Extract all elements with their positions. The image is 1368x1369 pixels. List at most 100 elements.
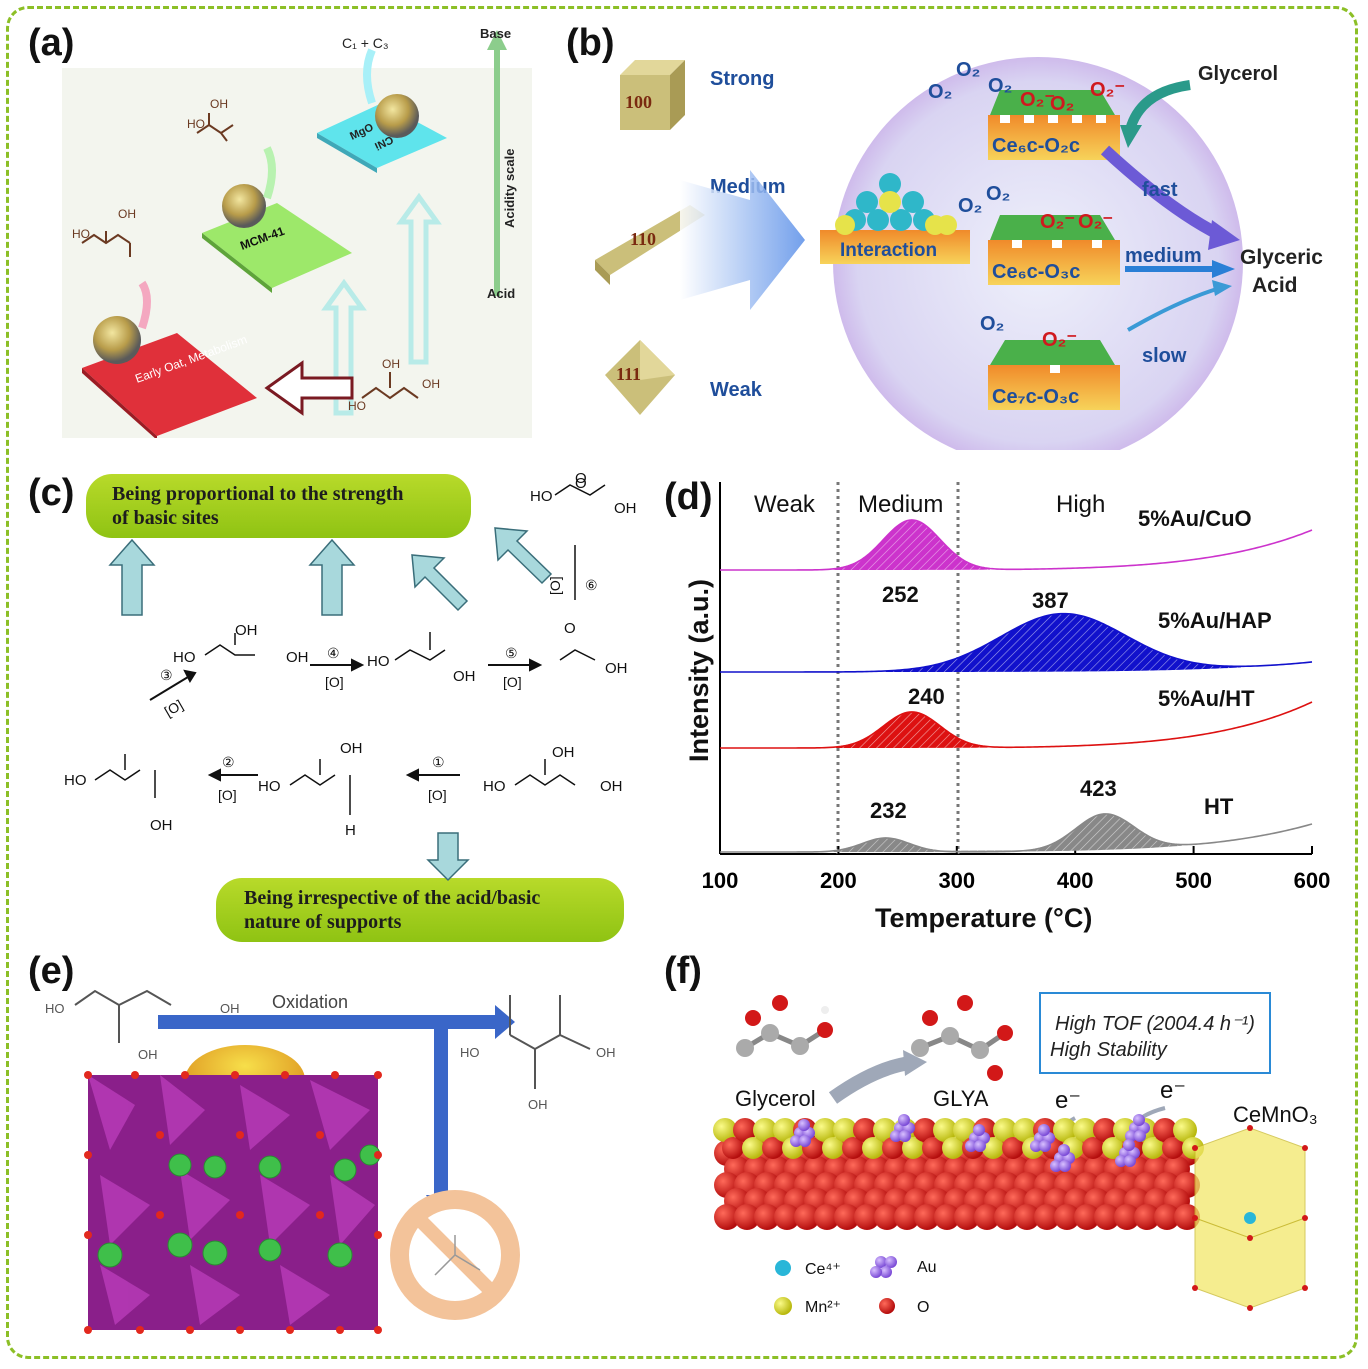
- svg-text:High Stability: High Stability: [1050, 1039, 1168, 1061]
- figure-frame: [6, 6, 1358, 1359]
- svg-text:medium: medium: [1125, 245, 1202, 267]
- y-axis-label: Intensity (a.u.): [684, 579, 714, 762]
- slab-1: Ce₆c-O₂c: [988, 90, 1120, 160]
- svg-text:O₂: O₂: [958, 195, 982, 217]
- peak-label-423: 423: [1080, 776, 1117, 801]
- svg-text:111: 111: [616, 364, 641, 384]
- svg-text:O₂⁻: O₂⁻: [1090, 79, 1125, 101]
- region-high: High: [1056, 491, 1105, 518]
- svg-text:100: 100: [625, 92, 652, 112]
- svg-text:C₁ + C₃: C₁ + C₃: [342, 35, 389, 51]
- svg-text:O₂: O₂: [988, 75, 1012, 97]
- panel-label-d: (d): [664, 476, 713, 518]
- prohibited-sign: [390, 1190, 520, 1320]
- svg-text:e⁻: e⁻: [1160, 1077, 1186, 1104]
- svg-text:Acid: Acid: [487, 286, 515, 301]
- svg-text:110: 110: [630, 229, 656, 249]
- svg-text:O: O: [564, 620, 576, 637]
- x-tick-label: 100: [702, 868, 739, 893]
- svg-text:O₂⁻: O₂⁻: [1020, 89, 1055, 111]
- peak-label-240: 240: [908, 684, 945, 709]
- svg-text:slow: slow: [1142, 345, 1187, 367]
- svg-text:[O]: [O]: [547, 576, 563, 595]
- svg-text:O₂⁻: O₂⁻: [1040, 211, 1075, 233]
- svg-text:②: ②: [222, 754, 235, 770]
- svg-text:H: H: [345, 822, 356, 839]
- blue-arrow: [680, 170, 805, 310]
- svg-text:HO: HO: [348, 399, 366, 413]
- catalyst-surface: [713, 1114, 1204, 1230]
- panel-label-c: (c): [28, 472, 75, 514]
- oxidation-arrow: [158, 1015, 498, 1029]
- svg-text:Glyceric: Glyceric: [1240, 246, 1323, 269]
- svg-text:[O]: [O]: [162, 696, 186, 719]
- svg-text:O₂: O₂: [1050, 93, 1074, 115]
- svg-text:Glycerol: Glycerol: [1198, 63, 1278, 85]
- svg-text:fast: fast: [1142, 179, 1178, 201]
- series-line: [720, 612, 1313, 673]
- svg-text:GLYA: GLYA: [933, 1086, 989, 1111]
- svg-text:①: ①: [432, 754, 445, 770]
- rod-110: 110: [595, 205, 705, 285]
- peak-label-387: 387: [1032, 588, 1069, 613]
- svg-text:[O]: [O]: [503, 674, 522, 690]
- svg-text:O₂⁻: O₂⁻: [1078, 211, 1113, 233]
- octahedron-111: 111: [605, 340, 675, 415]
- catalyst-ball: [93, 316, 141, 364]
- irrespective-line-1: Being irrespective of the acid/basic: [244, 887, 541, 909]
- svg-text:OH: OH: [220, 1001, 240, 1016]
- glycerol-molecule: [736, 995, 833, 1057]
- panel-label-f: (f): [664, 950, 702, 992]
- svg-text:OH: OH: [600, 778, 623, 795]
- svg-text:OH: OH: [286, 649, 309, 666]
- panel-label-e: (e): [28, 950, 75, 992]
- svg-text:HO: HO: [530, 488, 553, 505]
- irrespective-line-2: nature of supports: [244, 911, 402, 933]
- svg-text:O: O: [575, 475, 587, 492]
- svg-text:Mn²⁺: Mn²⁺: [805, 1299, 841, 1316]
- svg-text:HO: HO: [173, 649, 196, 666]
- svg-text:Oxidation: Oxidation: [272, 992, 348, 1012]
- svg-text:OH: OH: [614, 500, 637, 517]
- svg-text:⑤: ⑤: [505, 645, 518, 661]
- svg-text:O: O: [575, 470, 587, 487]
- series-label-hap: 5%Au/HAP: [1158, 608, 1272, 633]
- svg-text:OH: OH: [150, 817, 173, 834]
- perovskite-lattice: [84, 1071, 382, 1334]
- svg-text:HO: HO: [258, 778, 281, 795]
- x-tick-label: 300: [938, 868, 975, 893]
- svg-text:③: ③: [160, 667, 173, 683]
- svg-text:HO: HO: [45, 1001, 65, 1016]
- tof-box: [1039, 992, 1271, 1074]
- x-tick-label: 200: [820, 868, 857, 893]
- panel-b: 100 Strong 110 Medium 111 Weak Inte: [580, 30, 1340, 467]
- svg-text:HO: HO: [64, 772, 87, 789]
- svg-text:HO: HO: [460, 1045, 480, 1060]
- svg-text:Ce₇c-O₃c: Ce₇c-O₃c: [992, 386, 1079, 408]
- series-hatch: [833, 813, 1182, 852]
- svg-text:OH: OH: [596, 1045, 616, 1060]
- glya-molecule: [911, 995, 1013, 1081]
- svg-text:O₂: O₂: [986, 183, 1010, 205]
- svg-text:HO: HO: [187, 117, 205, 131]
- series-label-ht: HT: [1204, 794, 1234, 819]
- irrespective-box: Being irrespective of the acid/basic nat…: [216, 878, 624, 942]
- panel-label-b: (b): [566, 22, 615, 64]
- svg-text:OH: OH: [528, 1097, 548, 1112]
- svg-text:Weak: Weak: [710, 379, 763, 401]
- unit-cell: [1192, 1125, 1308, 1311]
- svg-text:Ce₆c-O₃c: Ce₆c-O₃c: [992, 261, 1080, 283]
- cube-100: 100: [620, 60, 685, 130]
- svg-text:Interaction: Interaction: [840, 240, 937, 261]
- svg-text:[O]: [O]: [218, 787, 237, 803]
- svg-text:Ce⁴⁺: Ce⁴⁺: [805, 1261, 841, 1278]
- series-hatch: [885, 613, 1241, 672]
- x-tick-label: 400: [1057, 868, 1094, 893]
- series-label-cuo: 5%Au/CuO: [1138, 506, 1252, 531]
- series-hatch: [833, 519, 990, 570]
- svg-text:OH: OH: [422, 377, 440, 391]
- series-hatch: [836, 711, 988, 748]
- svg-text:OH: OH: [235, 622, 258, 639]
